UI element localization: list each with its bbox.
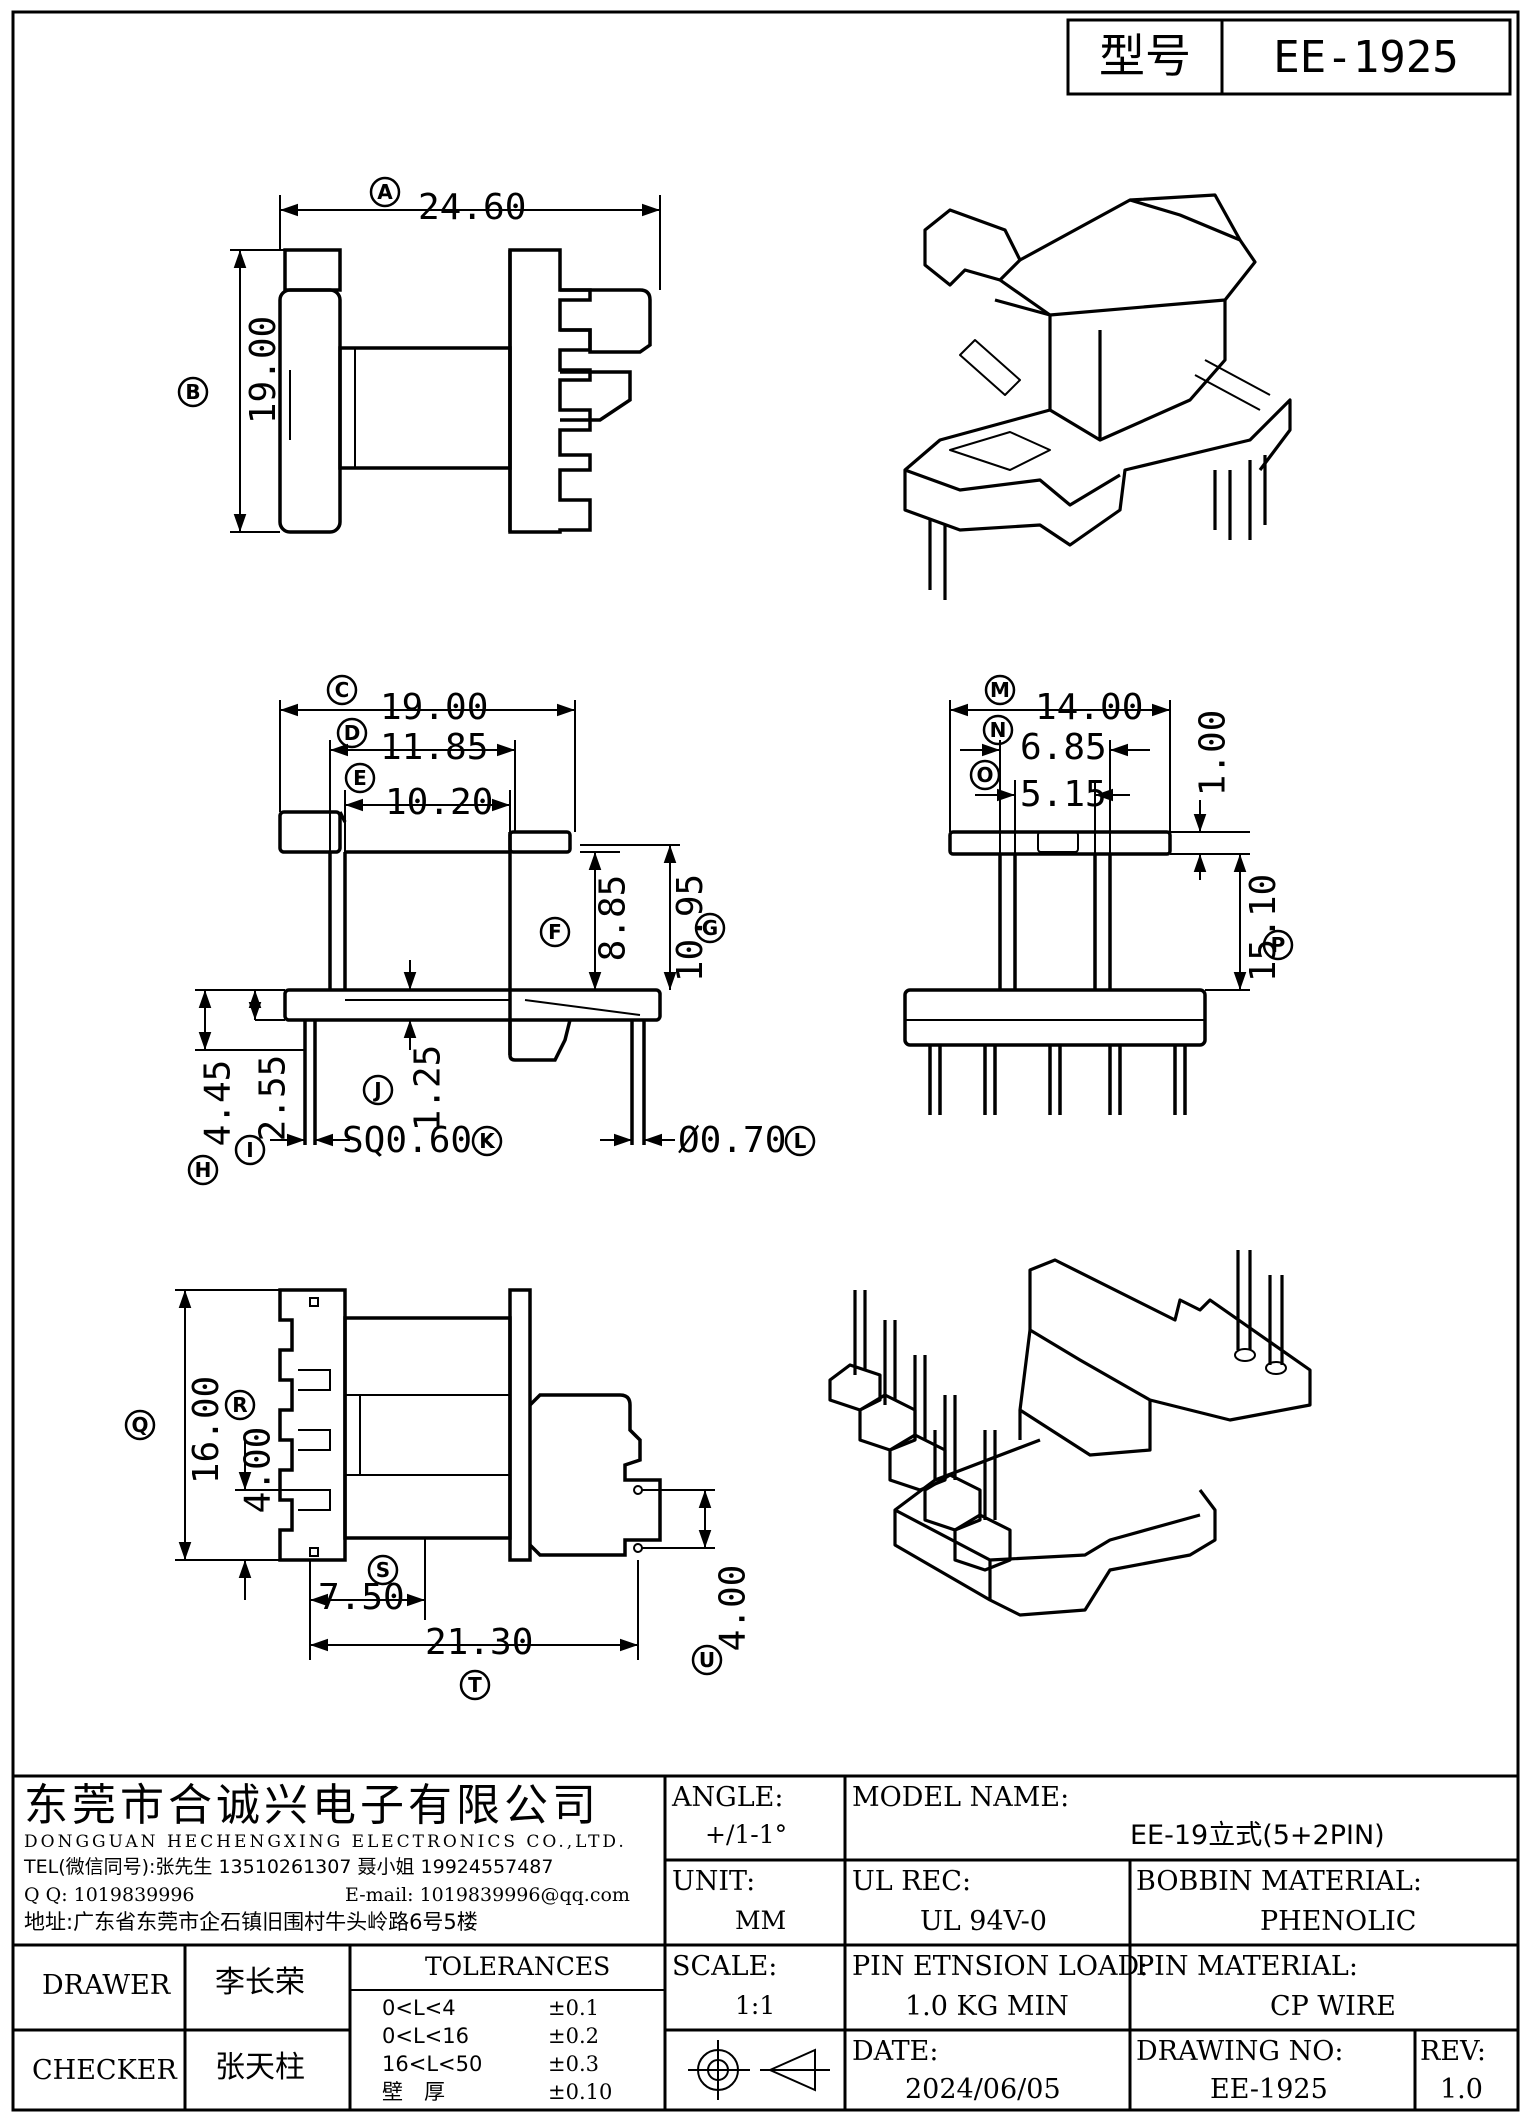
rev-label: REV: bbox=[1420, 2036, 1486, 2067]
tolerances-title: TOLERANCES bbox=[425, 1952, 611, 1981]
angle-value: +/1-1° bbox=[705, 1820, 788, 1849]
view-bottom-dims bbox=[175, 1289, 715, 1660]
tolerance-range: 0<L<4 bbox=[382, 1996, 456, 2020]
dim-h-value: 4.45 bbox=[197, 1059, 239, 1147]
model-name-label: MODEL NAME: bbox=[852, 1782, 1070, 1813]
dim-t-value: 21.30 bbox=[425, 1622, 534, 1663]
tolerance-range: 16<L<50 bbox=[382, 2052, 483, 2076]
unit-value: MM bbox=[735, 1906, 787, 1935]
dim-r-value: 4.00 bbox=[237, 1426, 279, 1514]
view-side-dims bbox=[949, 700, 1250, 991]
tolerance-value: ±0.10 bbox=[548, 2080, 613, 2104]
scale-label: SCALE: bbox=[672, 1951, 778, 1982]
date-label: DATE: bbox=[852, 2036, 939, 2067]
tolerance-value: ±0.3 bbox=[548, 2052, 599, 2076]
company-tel: TEL(微信同号):张先生 13510261307 聂小姐 1992455748… bbox=[24, 1856, 554, 1878]
dim-q-value: 16.00 bbox=[186, 1375, 228, 1485]
header-model-label: 型号 bbox=[1099, 29, 1191, 83]
model-name-value: EE-19立式(5+2PIN) bbox=[1130, 1820, 1385, 1851]
projection-symbol-icon bbox=[688, 2040, 830, 2100]
tolerance-value: ±0.1 bbox=[548, 1996, 599, 2020]
tolerance-value: ±0.2 bbox=[548, 2024, 599, 2048]
dim-d-value: 11.85 bbox=[380, 727, 489, 768]
dim-j-value: 1.25 bbox=[407, 1044, 449, 1132]
iso-view-lower bbox=[828, 1250, 1312, 1617]
dim-c-value: 19.00 bbox=[380, 687, 489, 728]
company-email: E-mail: 1019839996@qq.com bbox=[345, 1884, 630, 1906]
dim-s-value: 7.50 bbox=[318, 1577, 405, 1618]
view-front-dims bbox=[195, 700, 680, 1147]
view-top-dims bbox=[230, 195, 661, 533]
pin-tension-label: PIN ETNSION LOAD: bbox=[852, 1951, 1149, 1982]
view-side bbox=[903, 830, 1207, 1115]
view-top bbox=[278, 248, 652, 534]
tolerance-range: 壁 厚 bbox=[382, 2080, 445, 2104]
dim-top-gap-value: 1.00 bbox=[1192, 709, 1234, 797]
dim-g-value: 10.95 bbox=[670, 873, 712, 983]
pin-material-value: CP WIRE bbox=[1270, 1991, 1396, 2022]
dim-f-value: 8.85 bbox=[592, 874, 634, 962]
ul-rec-value: UL 94V-0 bbox=[920, 1906, 1047, 1937]
checker-value: 张天柱 bbox=[215, 2050, 305, 2085]
header-model-value: EE-1925 bbox=[1273, 32, 1458, 83]
drawing-no-value: EE-1925 bbox=[1210, 2074, 1328, 2105]
scale-value: 1:1 bbox=[735, 1991, 776, 2020]
rev-value: 1.0 bbox=[1440, 2074, 1483, 2105]
unit-label: UNIT: bbox=[672, 1866, 756, 1897]
dim-i-value: 2.55 bbox=[252, 1054, 294, 1142]
dim-b-value: 19.00 bbox=[243, 315, 285, 425]
tolerance-range: 0<L<16 bbox=[382, 2024, 469, 2048]
dim-a-value: 24.60 bbox=[418, 187, 527, 228]
pin-tension-value: 1.0 KG MIN bbox=[905, 1991, 1069, 2022]
dim-p-value: 15.10 bbox=[1243, 873, 1285, 983]
dim-e-value: 10.20 bbox=[385, 782, 494, 823]
pin-material-label: PIN MATERIAL: bbox=[1136, 1951, 1358, 1982]
drawer-value: 李长荣 bbox=[215, 1965, 305, 2000]
dim-n-value: 6.85 bbox=[1020, 727, 1107, 768]
company-name-cn: 东莞市合诚兴电子有限公司 bbox=[24, 1780, 600, 1831]
dim-m-value: 14.00 bbox=[1035, 687, 1144, 728]
company-qq: Q Q: 1019839996 bbox=[24, 1884, 195, 1906]
company-name-en: DONGGUAN HECHENGXING ELECTRONICS CO.,LTD… bbox=[24, 1832, 627, 1852]
bobbin-material-label: BOBBIN MATERIAL: bbox=[1136, 1866, 1422, 1897]
bobbin-material-value: PHENOLIC bbox=[1260, 1906, 1417, 1937]
angle-label: ANGLE: bbox=[672, 1782, 784, 1813]
dim-k-value: SQ0.60 bbox=[342, 1120, 473, 1161]
drawing-no-label: DRAWING NO: bbox=[1136, 2036, 1344, 2067]
drawer-label: DRAWER bbox=[42, 1970, 171, 2001]
iso-view-upper bbox=[903, 193, 1292, 600]
dim-l-value: Ø0.70 bbox=[678, 1120, 787, 1161]
header-box: 型号 EE-1925 bbox=[1066, 18, 1512, 96]
ul-rec-label: UL REC: bbox=[852, 1866, 972, 1897]
view-bottom bbox=[278, 1288, 662, 1562]
view-front bbox=[278, 810, 662, 1145]
title-block-grid bbox=[13, 1774, 1518, 2110]
checker-label: CHECKER bbox=[32, 2055, 177, 2086]
sheet-border bbox=[11, 10, 1520, 2112]
date-value: 2024/06/05 bbox=[905, 2074, 1061, 2105]
company-address: 地址:广东省东莞市企石镇旧围村牛头岭路6号5楼 bbox=[24, 1910, 478, 1934]
dim-u-value: 4.00 bbox=[712, 1564, 754, 1652]
dim-o-value: 5.15 bbox=[1020, 774, 1107, 815]
